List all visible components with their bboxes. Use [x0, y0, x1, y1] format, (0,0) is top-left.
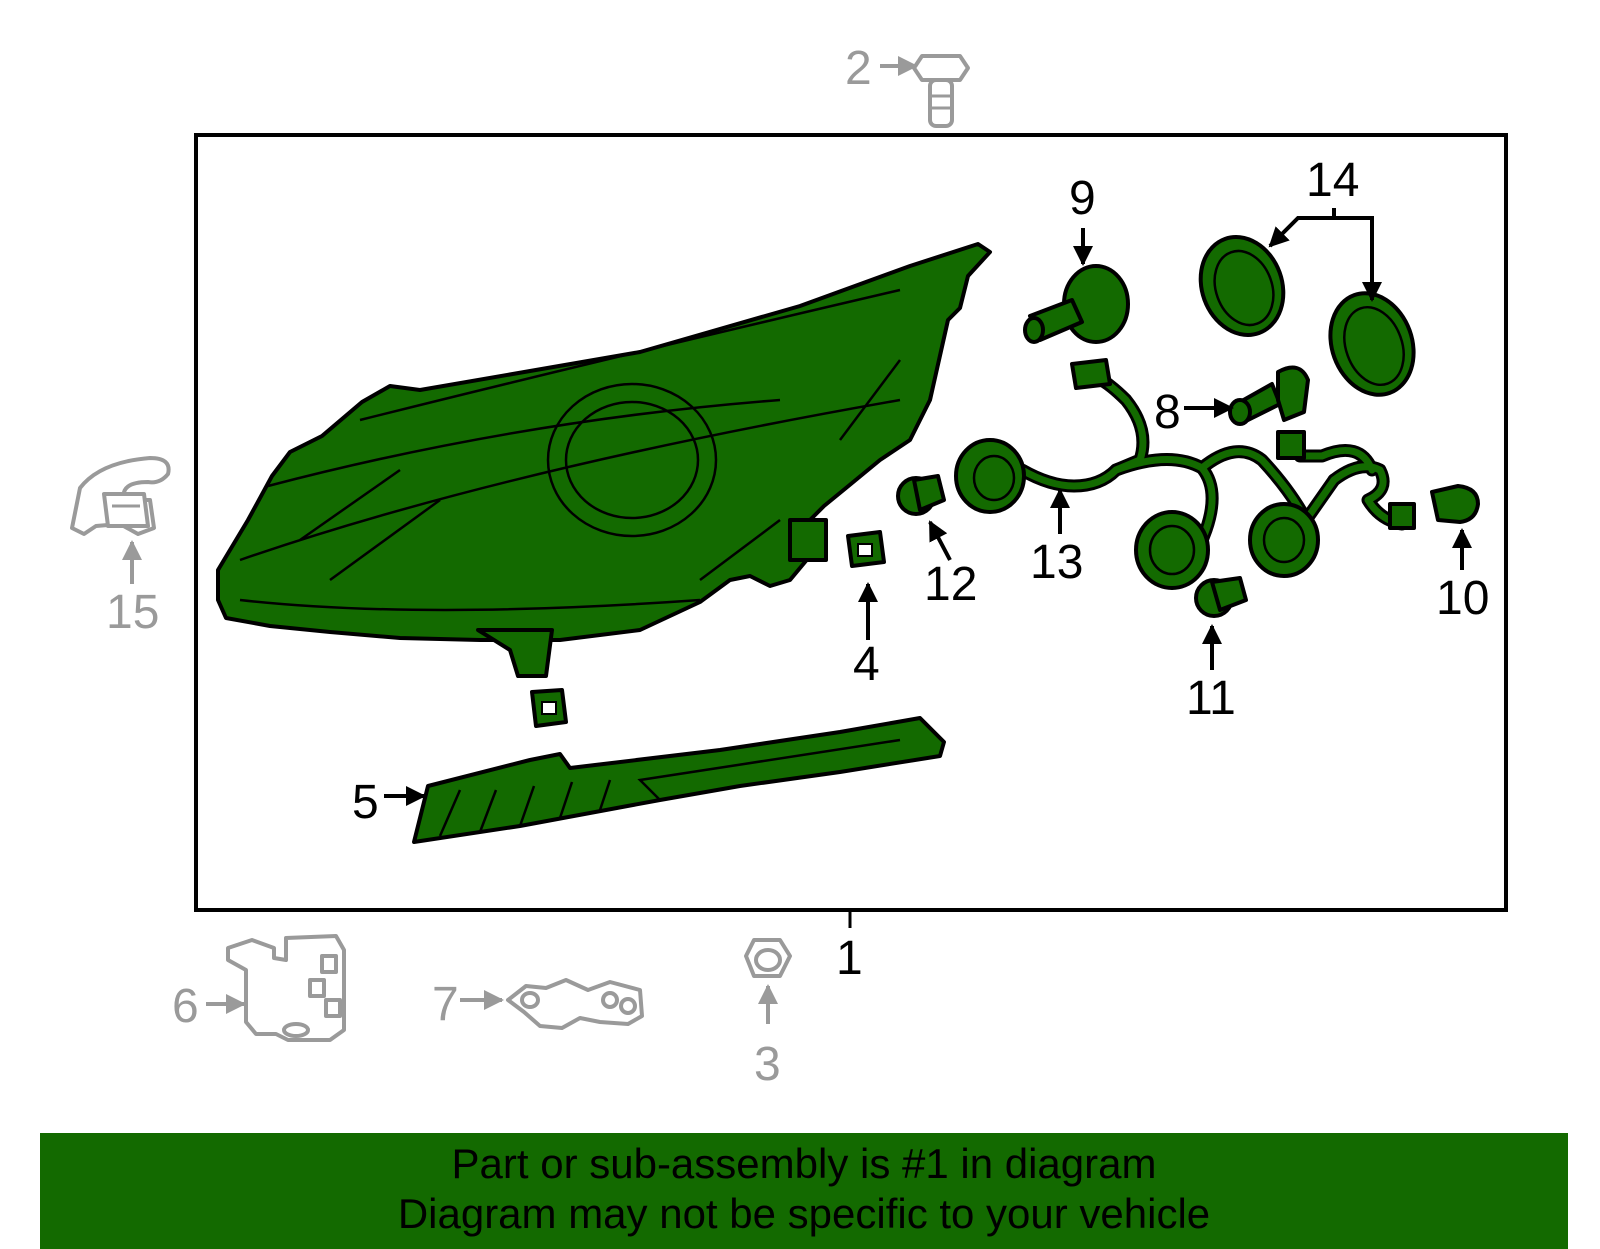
callout-15: 15	[106, 586, 159, 639]
trim-strip-part-5[interactable]	[384, 716, 946, 844]
callout-6: 6	[172, 980, 199, 1033]
housing-clip[interactable]	[530, 688, 568, 728]
seal-cap-part-14-a[interactable]	[1187, 225, 1296, 346]
callout-1: 1	[836, 932, 863, 985]
bulb-part-12[interactable]	[896, 474, 952, 561]
connector-part-15[interactable]	[70, 456, 171, 584]
callout-12: 12	[924, 558, 977, 611]
disclaimer-banner: Part or sub-assembly is #1 in diagram Di…	[40, 1133, 1568, 1249]
callout-13: 13	[1030, 536, 1083, 589]
bracket-part-7[interactable]	[460, 978, 644, 1030]
callout-2: 2	[845, 42, 872, 95]
callout-9: 9	[1069, 172, 1096, 225]
bulb-part-10[interactable]	[1430, 484, 1480, 570]
callout-3: 3	[754, 1038, 781, 1091]
callout-14: 14	[1306, 154, 1359, 207]
callout-4: 4	[853, 638, 880, 691]
bolt-part-2[interactable]	[880, 54, 970, 128]
callout-5: 5	[352, 776, 379, 829]
callout-10: 10	[1436, 572, 1489, 625]
nut-part-3[interactable]	[744, 938, 792, 1024]
banner-line-2: Diagram may not be specific to your vehi…	[397, 1190, 1211, 1237]
bracket-part-6[interactable]	[206, 934, 346, 1042]
bulb-part-8[interactable]	[1184, 365, 1310, 426]
seal-cap-part-14-b[interactable]	[1317, 281, 1428, 406]
wiring-harness-part-13[interactable]	[954, 358, 1416, 590]
bulb-part-9[interactable]	[1023, 228, 1130, 344]
callout-11: 11	[1186, 672, 1236, 725]
clip-part-4[interactable]	[846, 530, 886, 640]
headlamp-housing[interactable]	[216, 242, 992, 678]
callout-8: 8	[1154, 386, 1181, 439]
banner-line-1: Part or sub-assembly is #1 in diagram	[451, 1140, 1157, 1187]
callout-7: 7	[432, 978, 459, 1031]
bulb-part-11[interactable]	[1194, 576, 1248, 670]
